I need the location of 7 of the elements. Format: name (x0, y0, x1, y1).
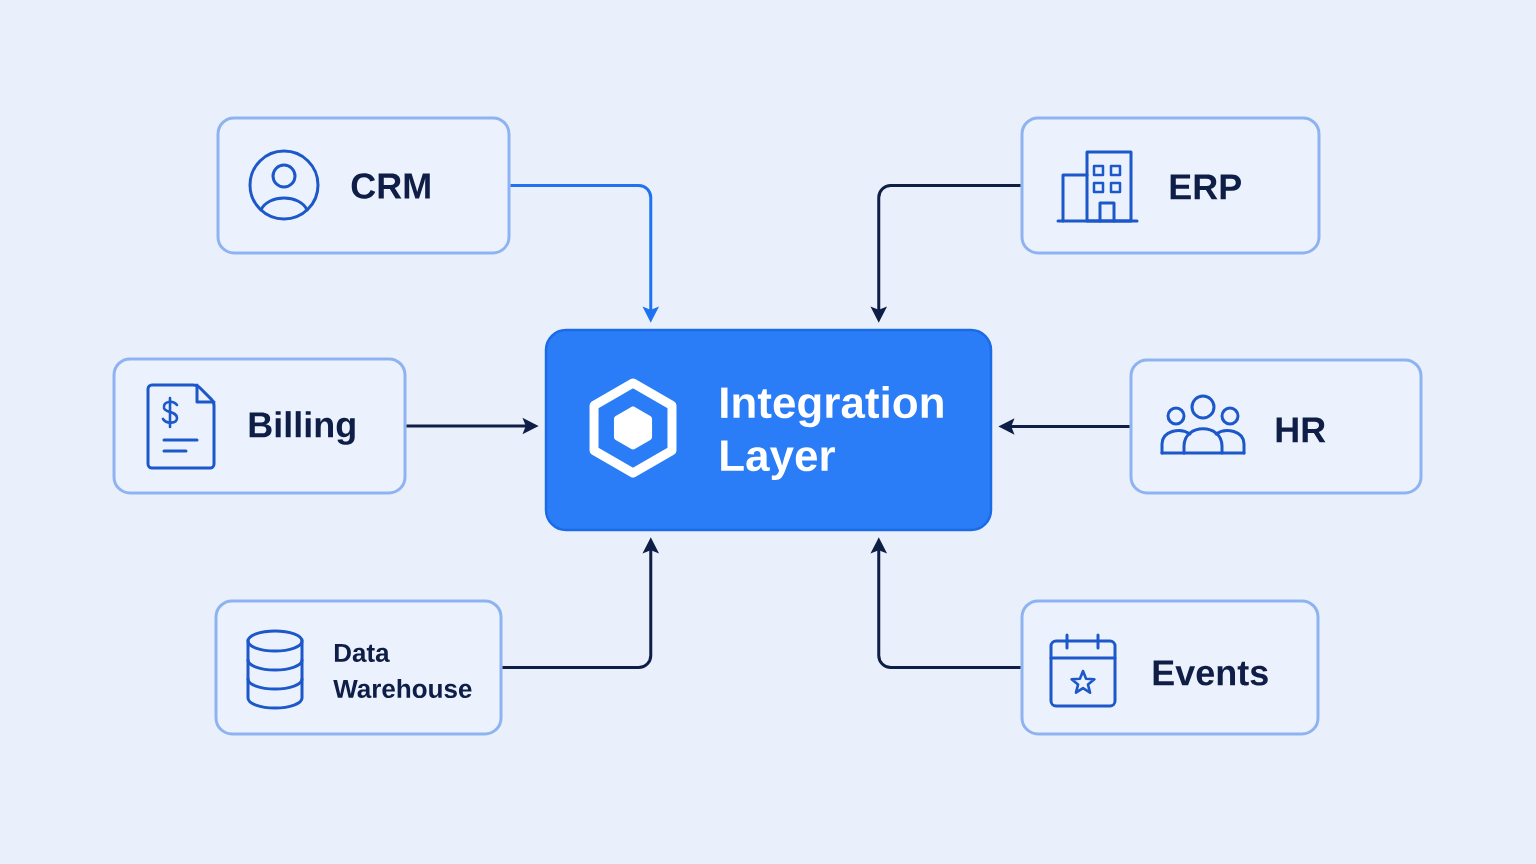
system-box: Data Warehouse (214, 599, 503, 736)
system-box: HR (1129, 358, 1423, 495)
hub-box: Integration Layer (544, 328, 993, 532)
system-box: CRM (216, 116, 511, 255)
system-box: Billing (112, 357, 407, 495)
system-box: ERP (1020, 116, 1321, 255)
system-box: Events (1020, 599, 1320, 736)
